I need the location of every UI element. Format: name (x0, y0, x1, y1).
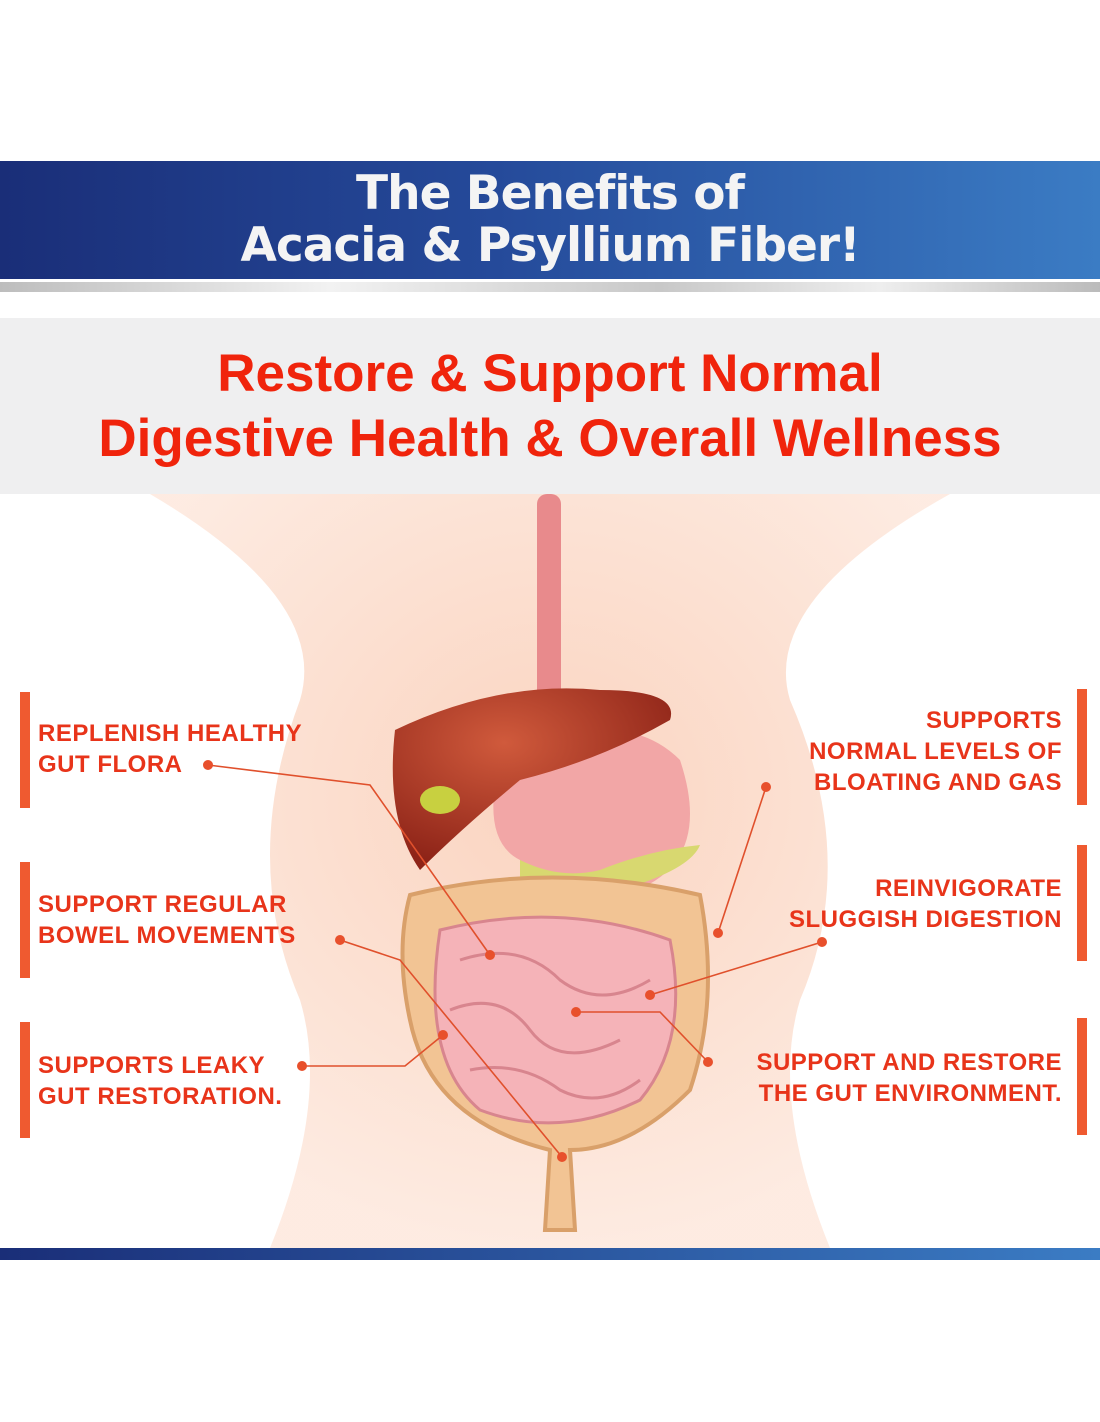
benefit-leaky-gut: SUPPORTS LEAKY GUT RESTORATION. (38, 1050, 282, 1112)
benefit-line: BLOATING AND GAS (814, 769, 1062, 796)
benefit-line: SUPPORTS (925, 707, 1062, 734)
subheading-panel: Restore & Support Normal Digestive Healt… (0, 318, 1100, 494)
digestive-system-illustration (0, 494, 1100, 1248)
benefit-gut-environment: SUPPORT AND RESTORE THE GUT ENVIRONMENT. (756, 1047, 1062, 1109)
small-intestine (433, 915, 678, 1125)
benefit-line: GUT FLORA (38, 751, 183, 778)
benefit-line: GUT RESTORATION. (38, 1083, 283, 1110)
benefit-line: SUPPORTS LEAKY (38, 1052, 266, 1079)
leader-lines (207, 764, 823, 1158)
benefit-bloating-gas: SUPPORTS NORMAL LEVELS OF BLOATING AND G… (809, 705, 1062, 798)
benefit-line: BOWEL MOVEMENTS (38, 922, 296, 949)
subheading-line-1: Restore & Support Normal (217, 344, 883, 403)
benefit-line: SUPPORT REGULAR (38, 891, 287, 918)
subheading-line-2: Digestive Health & Overall Wellness (98, 409, 1002, 468)
anatomy-drawing (150, 494, 950, 1248)
accent-bar (1077, 689, 1087, 805)
title-line-1: The Benefits of (356, 166, 745, 221)
benefit-bowel-movements: SUPPORT REGULAR BOWEL MOVEMENTS (38, 889, 296, 951)
benefit-line: THE GUT ENVIRONMENT. (758, 1080, 1062, 1107)
gallbladder (420, 786, 460, 814)
benefit-line: SLUGGISH DIGESTION (788, 906, 1062, 933)
liver (392, 688, 672, 870)
divider (0, 282, 1100, 292)
title-line-2: Acacia & Psyllium Fiber! (240, 218, 860, 273)
bottom-bar (0, 1248, 1100, 1260)
benefit-sluggish-digestion: REINVIGORATE SLUGGISH DIGESTION (789, 873, 1062, 935)
accent-bar (1077, 1018, 1087, 1135)
accent-bar (20, 862, 30, 978)
benefit-line: REINVIGORATE (875, 875, 1062, 902)
accent-bar (20, 692, 30, 808)
benefit-line: SUPPORT AND RESTORE (756, 1049, 1062, 1076)
accent-bar (1077, 845, 1087, 961)
leader-dots (203, 760, 827, 1162)
benefit-gut-flora: REPLENISH HEALTHY GUT FLORA (38, 718, 302, 780)
benefit-line: NORMAL LEVELS OF (809, 738, 1062, 765)
benefit-line: REPLENISH HEALTHY (38, 720, 303, 747)
accent-bar (20, 1022, 30, 1138)
title-banner: The Benefits of Acacia & Psyllium Fiber! (0, 161, 1100, 279)
